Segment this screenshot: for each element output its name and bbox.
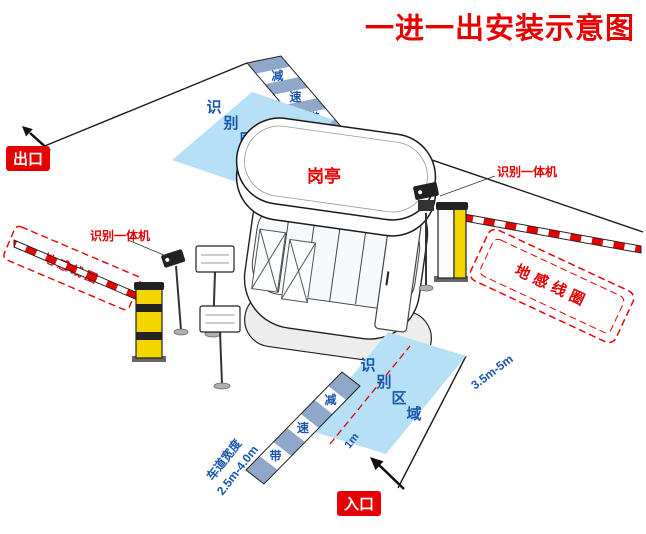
barrier-machine-right — [434, 202, 468, 282]
booth-cross-braced-panels — [251, 228, 317, 304]
camera-icon — [161, 249, 186, 268]
entrance-label: 入口 — [344, 496, 374, 513]
recognition-machine-left: 识别一体机 — [90, 228, 189, 336]
exit-label: 出口 — [13, 150, 43, 168]
entrance-marker: 入口 — [337, 457, 405, 516]
recognition-area-bottom: 识别区域 1m — [308, 332, 466, 454]
camera-icon — [413, 182, 439, 200]
recognition-machine-left-label: 识别一体机 — [90, 228, 150, 243]
recognition-area-bottom-label: 识别区域 — [360, 357, 421, 423]
speed-bump-bottom-label: 减速带 — [269, 392, 336, 463]
sign-board-b — [199, 305, 241, 390]
page-title: 一进一出安装示意图 — [365, 11, 635, 45]
led-screen — [418, 200, 434, 211]
coil-length-annotation: 3.5m-5m — [468, 352, 515, 392]
exit-marker: 出口 — [6, 126, 51, 171]
stop-line — [329, 345, 411, 445]
entrance-direction-arrow — [377, 463, 405, 490]
barrier-machine-left — [132, 282, 166, 362]
booth-label: 岗亭 — [307, 166, 341, 186]
speed-bump-bottom: 减速带 — [245, 371, 361, 485]
guard-booth: 岗亭 — [235, 117, 437, 366]
boundary-line-entrance-edge — [397, 355, 467, 489]
recognition-machine-right: 识别一体机 — [413, 164, 557, 292]
svg-text:3.5m-5m: 3.5m-5m — [468, 352, 515, 392]
boundary-line-top-left — [29, 62, 248, 153]
recognition-machine-right-label: 识别一体机 — [497, 164, 557, 179]
